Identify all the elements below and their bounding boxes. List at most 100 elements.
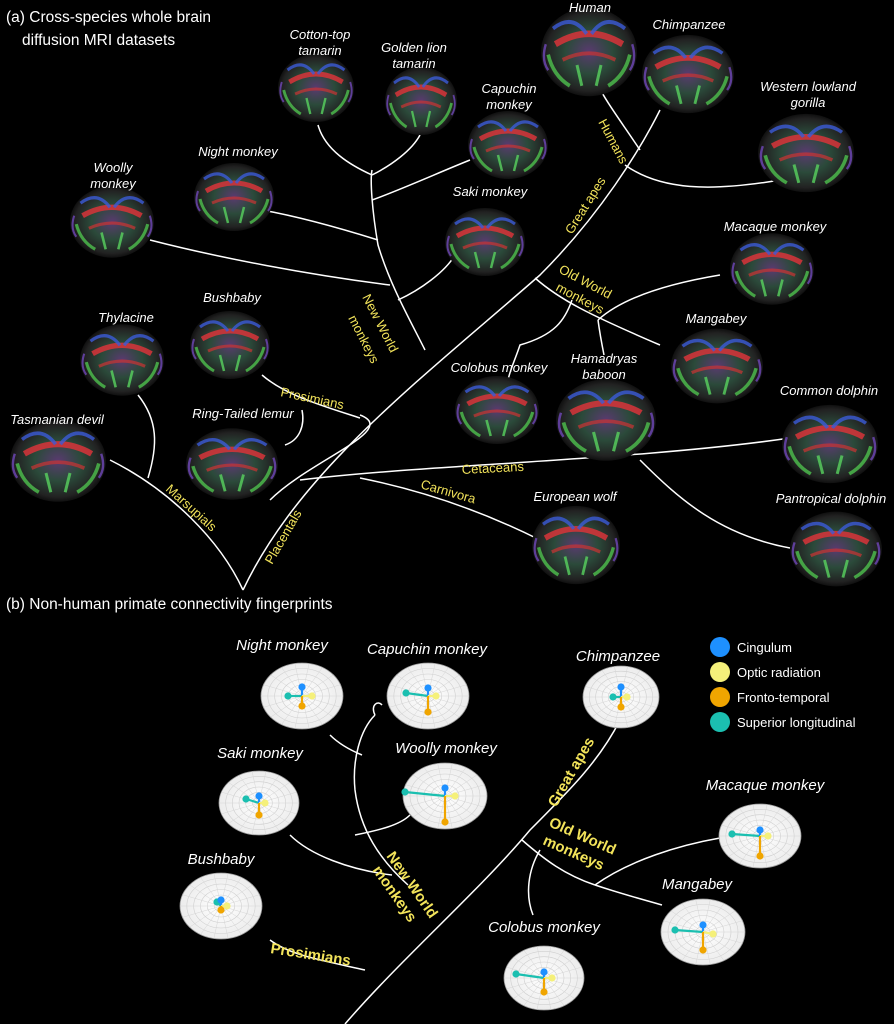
- b-label-bushbaby: Bushbaby: [188, 851, 256, 868]
- label-night-monkey: Night monkey: [198, 144, 279, 159]
- fingerprint-grid-spoke: [238, 775, 260, 804]
- fingerprint-grid-spoke: [405, 795, 446, 808]
- fingerprint-grid-spoke: [681, 903, 704, 933]
- branch-prosimians-stem: [269, 414, 371, 501]
- fingerprint-dot-cingulum: [424, 684, 432, 692]
- fingerprint-dot-optic-radiation: [223, 902, 231, 910]
- label-hamadryas-1: Hamadryas: [571, 351, 638, 366]
- label-golden-lion-1: Golden lion: [381, 40, 447, 55]
- fingerprint-grid-spoke: [301, 684, 341, 697]
- fingerprint-grid-spoke: [220, 884, 253, 907]
- brain-chimpanzee: [642, 35, 734, 113]
- branch-macaque: [597, 274, 721, 321]
- fingerprint-chimpanzee: [582, 665, 660, 729]
- fingerprint-dot-superior-longitudinal: [671, 926, 679, 934]
- label-golden-lion-2: tamarin: [392, 56, 435, 71]
- fingerprint-dot-cingulum: [699, 921, 707, 929]
- branch-golden-lion: [371, 134, 421, 176]
- label-chimpanzee: Chimpanzee: [653, 17, 726, 32]
- brain-hamadryas-baboon: [556, 379, 656, 461]
- brain-common-dolphin: [782, 405, 878, 483]
- fingerprint-grid-spoke: [427, 695, 460, 718]
- panel-a-title-line2: diffusion MRI datasets: [22, 32, 175, 49]
- label-macaque-monkey: Macaque monkey: [724, 219, 828, 234]
- b-label-macaque-monkey: Macaque monkey: [706, 777, 826, 794]
- fingerprint-saki-monkey: [218, 770, 300, 836]
- panel-b-species-labels: Night monkey Capuchin monkey Chimpanzee …: [188, 637, 826, 936]
- fingerprint-grid-spoke: [220, 877, 242, 907]
- fingerprint-grid-spoke: [281, 695, 303, 725]
- b-branch-macaque: [594, 837, 721, 886]
- fingerprint-dot-optic-radiation: [308, 692, 316, 700]
- fingerprint-grid-spoke: [444, 774, 478, 797]
- fingerprint-dot-optic-radiation: [709, 930, 717, 938]
- branch-gorilla: [624, 164, 781, 188]
- fingerprint-grid-spoke: [427, 674, 460, 697]
- legend-label-superior-longitudinal: Superior longitudinal: [737, 715, 856, 730]
- brain-ring-tailed-lemur: [186, 428, 278, 499]
- fingerprint-grid-spoke: [620, 670, 641, 698]
- b-branch-night: [329, 734, 363, 756]
- fingerprint-dot-fronto-temporal: [298, 702, 306, 710]
- brain-european-wolf: [532, 506, 620, 584]
- fingerprint-grid-spoke: [301, 695, 310, 729]
- panel-a-tree: [109, 84, 791, 591]
- brain-mangabey: [671, 329, 763, 404]
- branch-woolly: [149, 239, 391, 286]
- fingerprint-grid-spoke: [663, 931, 704, 944]
- label-mangabey: Mangabey: [686, 311, 748, 326]
- branch-pantropical: [639, 459, 791, 549]
- branch-lemur: [284, 409, 304, 446]
- label-tasmanian-devil: Tasmanian devil: [10, 412, 105, 427]
- fingerprint-grid-spoke: [301, 663, 310, 697]
- fingerprint-grid-spoke: [663, 920, 704, 933]
- fingerprint-grid-spoke: [702, 931, 725, 961]
- label-human: Human: [569, 0, 611, 15]
- fingerprint-grid-spoke: [220, 905, 253, 928]
- fingerprint-grid-spoke: [759, 815, 792, 837]
- fingerprint-grid-spoke: [591, 696, 622, 718]
- branch-saki: [397, 254, 456, 301]
- fingerprint-grid-spoke: [189, 905, 222, 928]
- clade-humans: Humans: [595, 116, 631, 166]
- b-branch-new-world: [353, 714, 409, 886]
- label-gorilla-1: Western lowland: [760, 79, 857, 94]
- panel-a: (a) Cross-species whole brain diffusion …: [6, 0, 886, 591]
- fingerprint-grid-spoke: [444, 795, 467, 825]
- legend-swatch-optic-radiation: [710, 662, 730, 682]
- b-branch-mangabey: [594, 884, 663, 906]
- fingerprint-grid-spoke: [721, 824, 761, 837]
- fingerprint-grid-spoke: [752, 835, 761, 868]
- brain-night-monkey: [194, 163, 274, 231]
- fingerprint-dot-cingulum: [217, 896, 225, 904]
- fingerprint-woolly-monkey: [401, 762, 488, 830]
- fingerprint-dot-cingulum: [756, 826, 764, 834]
- brain-thylacine: [80, 324, 164, 395]
- fingerprint-dot-fronto-temporal: [540, 988, 548, 996]
- legend-label-fronto-temporal: Fronto-temporal: [737, 690, 830, 705]
- branch-bushbaby: [261, 374, 361, 419]
- label-colobus-monkey: Colobus monkey: [451, 360, 549, 375]
- fingerprint-grid-spoke: [702, 920, 743, 933]
- fingerprint-dot-cingulum: [540, 968, 548, 976]
- label-common-dolphin: Common dolphin: [780, 383, 878, 398]
- fingerprint-dot-fronto-temporal: [255, 811, 263, 819]
- fingerprint-grid-spoke: [270, 695, 303, 718]
- brain-capuchin-monkey: [468, 111, 548, 179]
- fingerprint-dot-cingulum: [617, 683, 625, 691]
- label-cotton-top-1: Cotton-top: [290, 27, 351, 42]
- fingerprint-grid-spoke: [591, 676, 622, 698]
- b-label-night-monkey: Night monkey: [236, 637, 329, 654]
- fingerprint-grid-spoke: [423, 795, 446, 825]
- fingerprint-dot-fronto-temporal: [217, 906, 225, 914]
- b-label-colobus-monkey: Colobus monkey: [488, 919, 601, 936]
- fingerprint-grid-spoke: [405, 784, 446, 797]
- legend-swatch-fronto-temporal: [710, 687, 730, 707]
- branch-thylacine: [137, 394, 156, 479]
- panel-a-species-labels: Cotton-top tamarin Golden lion tamarin H…: [10, 0, 886, 506]
- fingerprint-dot-superior-longitudinal: [242, 795, 250, 803]
- fingerprint-grid-spoke: [427, 667, 449, 697]
- fingerprint-dot-superior-longitudinal: [512, 970, 520, 978]
- fingerprint-dot-optic-radiation: [548, 974, 556, 982]
